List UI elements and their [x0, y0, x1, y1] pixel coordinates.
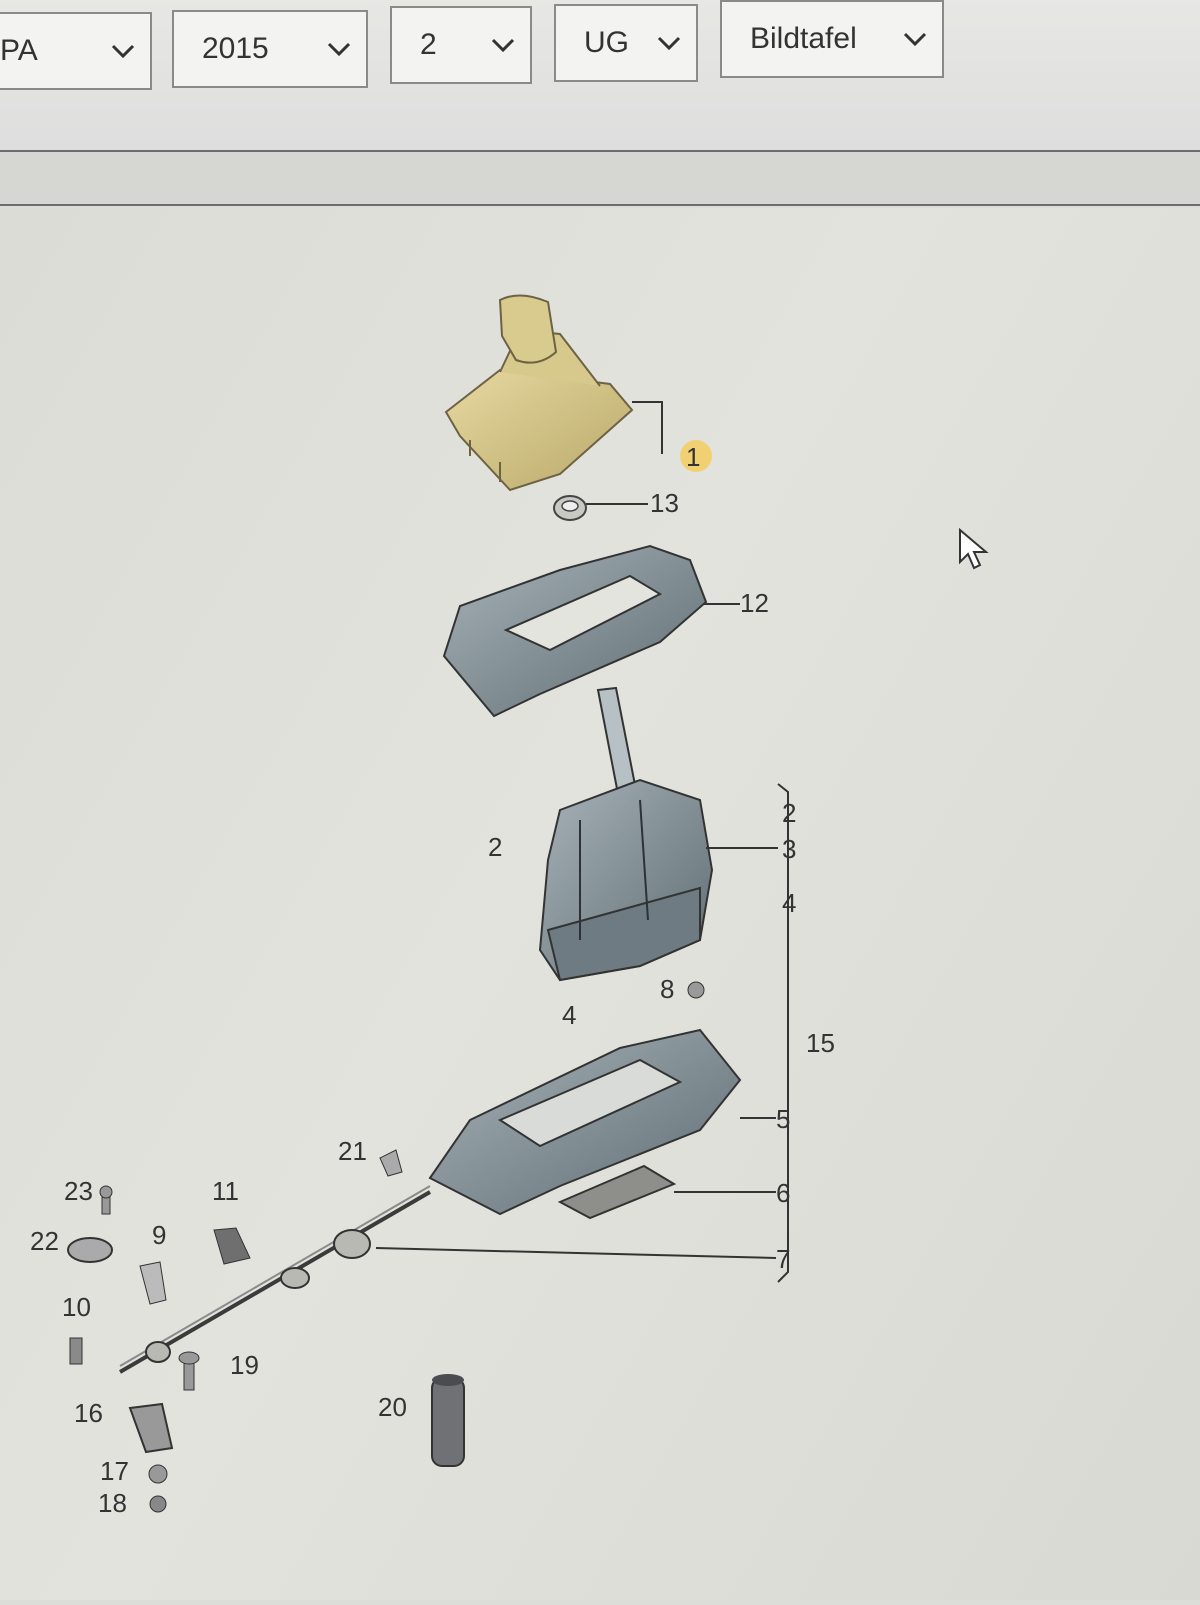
callout-23[interactable]: 23 [64, 1176, 93, 1206]
callout-1[interactable]: 1 [686, 442, 700, 472]
callout-4[interactable]: 4 [782, 888, 796, 918]
callout-7[interactable]: 7 [776, 1244, 790, 1274]
part-23-bolt[interactable] [99, 1185, 113, 1215]
exploded-parts-diagram: 1 13 12 2 3 4 2 4 15 8 5 6 7 21 23 11 22… [30, 294, 835, 1518]
main-group-dropdown-value: 2 [420, 28, 437, 61]
illustration-dropdown-value: Bildtafel [750, 22, 857, 55]
callout-21[interactable]: 21 [338, 1136, 367, 1166]
callout-20[interactable]: 20 [378, 1392, 407, 1422]
chevron-down-icon [327, 42, 351, 57]
chevron-down-icon [657, 36, 681, 51]
callout-18[interactable]: 18 [98, 1488, 127, 1518]
illustration-dropdown[interactable]: Bildtafel [720, 0, 944, 78]
callout-22[interactable]: 22 [30, 1226, 59, 1256]
callout-16[interactable]: 16 [74, 1398, 103, 1428]
callout-10[interactable]: 10 [62, 1292, 91, 1322]
part-6-pad[interactable] [557, 1164, 677, 1220]
part-22-clamp[interactable] [67, 1237, 113, 1263]
model-dropdown[interactable]: PA [0, 12, 152, 90]
callout-17[interactable]: 17 [100, 1456, 129, 1486]
toolbar-divider [0, 150, 1200, 152]
part-21-clip[interactable] [379, 1149, 403, 1177]
callout-12[interactable]: 12 [740, 588, 769, 618]
callout-6[interactable]: 6 [776, 1178, 790, 1208]
callout-3[interactable]: 3 [782, 834, 796, 864]
subgroup-dropdown-value: UG [584, 26, 629, 59]
part-19-bolt[interactable] [178, 1351, 200, 1391]
subgroup-dropdown[interactable]: UG [554, 4, 698, 82]
part-9-clip[interactable] [139, 1261, 167, 1305]
part-20-sleeve[interactable] [431, 1374, 465, 1467]
model-dropdown-value: PA [0, 34, 38, 67]
part-7-cable[interactable] [118, 1185, 432, 1374]
part-8-nut[interactable] [687, 981, 705, 999]
part-11-clip[interactable] [213, 1227, 251, 1265]
main-group-dropdown[interactable]: 2 [390, 6, 532, 84]
chevron-down-icon [903, 32, 927, 47]
filter-toolbar: PA 2015 2 UG Bildtafel [0, 0, 1200, 150]
part-17-nut[interactable] [148, 1464, 168, 1484]
callout-labels: 1 13 12 2 3 4 2 4 15 8 5 6 7 21 23 11 22… [30, 442, 835, 1518]
callout-badge [680, 440, 712, 472]
section-header-bar [0, 152, 1200, 204]
leader-lines [375, 401, 789, 1283]
part-18-washer[interactable] [149, 1495, 167, 1513]
callout-11[interactable]: 11 [212, 1176, 239, 1206]
part-shift-knob-boot[interactable] [444, 294, 634, 492]
callout-2[interactable]: 2 [782, 798, 796, 828]
part-16-bracket[interactable] [128, 1402, 174, 1454]
part-10-clip[interactable] [69, 1337, 83, 1365]
part-12-frame[interactable] [442, 544, 708, 718]
mouse-cursor-icon [959, 528, 989, 570]
year-dropdown[interactable]: 2015 [172, 10, 368, 88]
callout-13[interactable]: 13 [650, 488, 679, 518]
chevron-down-icon [491, 38, 515, 53]
callout-4b[interactable]: 4 [562, 1000, 576, 1030]
callout-2b[interactable]: 2 [488, 832, 502, 862]
callout-8[interactable]: 8 [660, 974, 674, 1004]
callout-9[interactable]: 9 [152, 1220, 166, 1250]
section-divider [0, 204, 1200, 206]
callout-15[interactable]: 15 [806, 1028, 835, 1058]
callout-19[interactable]: 19 [230, 1350, 259, 1380]
part-shift-mechanism[interactable] [538, 686, 714, 982]
chevron-down-icon [111, 44, 135, 59]
part-13-ring[interactable] [553, 495, 587, 521]
part-5-housing[interactable] [428, 1028, 742, 1216]
parts-diagram-area: 1 13 12 2 3 4 2 4 15 8 5 6 7 21 23 11 22… [0, 208, 1200, 1600]
year-dropdown-value: 2015 [202, 32, 269, 65]
callout-5[interactable]: 5 [776, 1104, 790, 1134]
